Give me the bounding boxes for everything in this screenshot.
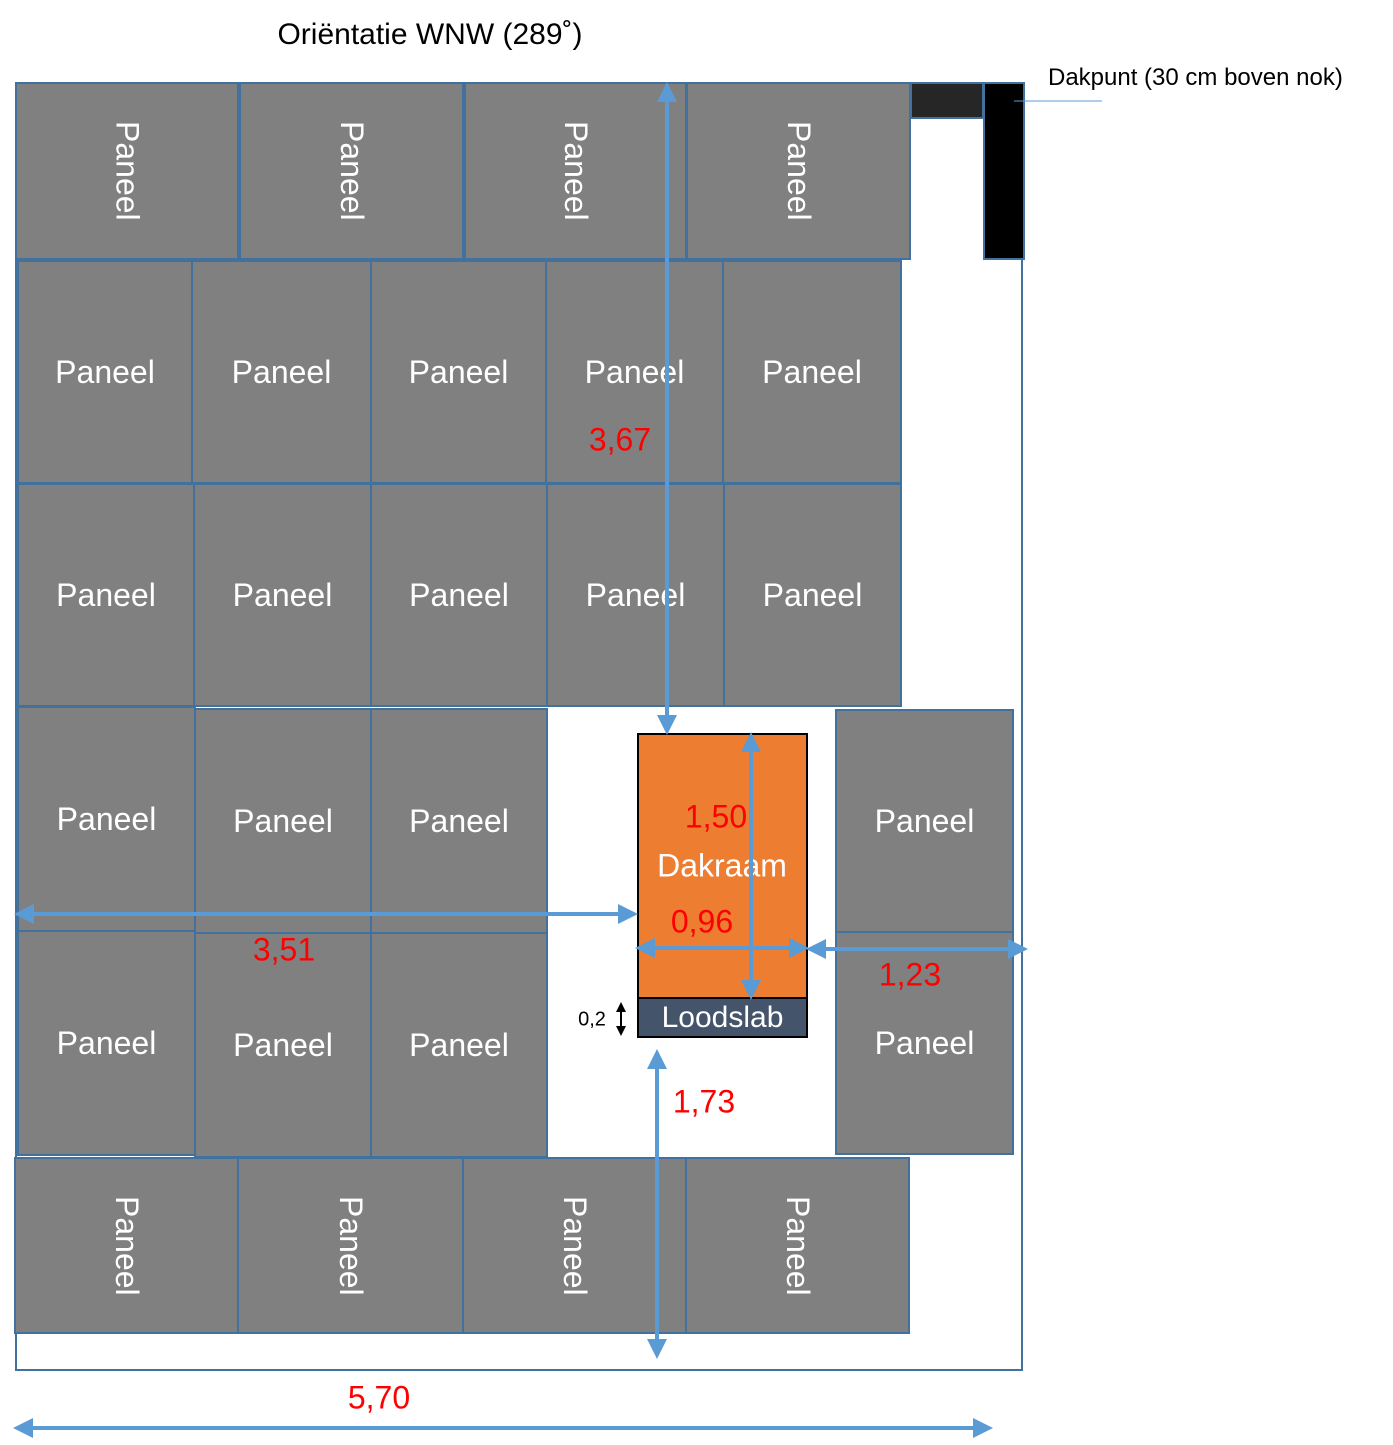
dim-loodslab-to-bottom: 1,73 xyxy=(672,1083,736,1120)
panel-label: Paneel xyxy=(233,802,333,839)
panel-label: Paneel xyxy=(409,1026,509,1063)
solar-panel: Paneel xyxy=(370,483,548,707)
solar-panel: Paneel xyxy=(723,483,902,707)
solar-panel: Paneel xyxy=(194,932,372,1158)
solar-panel: Paneel xyxy=(835,709,1014,933)
loodslab: Loodslab xyxy=(637,997,808,1038)
panel-label: Paneel xyxy=(56,800,157,837)
panel-label: Paneel xyxy=(874,802,975,839)
panel-label: Paneel xyxy=(55,353,155,390)
dim-dakraam-height: 1,50 xyxy=(684,798,748,835)
panel-label: Paneel xyxy=(408,353,509,390)
solar-panel: Paneel xyxy=(464,82,687,260)
dakpunt-block xyxy=(983,82,1025,260)
panel-label: Paneel xyxy=(109,121,146,221)
dim-roof-width: 5,70 xyxy=(347,1379,411,1416)
diagram-title: Oriëntatie WNW (289˚) xyxy=(277,18,583,51)
solar-panel: Paneel xyxy=(17,483,195,707)
panel-label: Paneel xyxy=(56,1024,157,1061)
dim-top-to-dakraam: 3,67 xyxy=(588,421,652,458)
dakpunt-label: Dakpunt (30 cm boven nok) xyxy=(1048,64,1343,91)
solar-panel: Paneel xyxy=(835,931,1014,1155)
loodslab-label: Loodslab xyxy=(661,1000,784,1034)
panel-label: Paneel xyxy=(874,1024,975,1061)
panel-label: Paneel xyxy=(762,576,863,613)
panel-label: Paneel xyxy=(333,1195,369,1296)
panel-label: Paneel xyxy=(231,353,332,390)
panel-label: Paneel xyxy=(781,121,817,221)
panel-label: Paneel xyxy=(56,576,156,613)
panel-label: Paneel xyxy=(762,353,862,390)
dim-left-to-dakraam: 3,51 xyxy=(252,931,316,968)
solar-panel: Paneel xyxy=(237,1157,464,1334)
solar-panel: Paneel xyxy=(17,260,193,484)
solar-panel: Paneel xyxy=(370,932,548,1158)
panel-label: Paneel xyxy=(109,1195,145,1296)
solar-panel: Paneel xyxy=(370,708,548,934)
solar-panel: Paneel xyxy=(239,82,464,260)
panel-label: Paneel xyxy=(409,576,509,613)
solar-panel: Paneel xyxy=(17,706,196,932)
dim-dakraam-to-right: 1,23 xyxy=(878,956,942,993)
solar-panel: Paneel xyxy=(15,82,239,260)
solar-panel: Paneel xyxy=(546,483,725,707)
solar-panel: Paneel xyxy=(545,260,724,484)
solar-panel: Paneel xyxy=(722,260,902,484)
ridge-bar xyxy=(910,82,984,119)
solar-panel: Paneel xyxy=(685,1157,910,1334)
solar-panel: Paneel xyxy=(193,483,372,707)
panel-label: Paneel xyxy=(233,1026,333,1063)
panel-label: Paneel xyxy=(409,802,509,839)
panel-label: Paneel xyxy=(557,1195,593,1296)
panel-label: Paneel xyxy=(232,576,333,613)
panel-label: Paneel xyxy=(780,1195,816,1296)
dakraam-label: Dakraam xyxy=(657,847,787,884)
panel-label: Paneel xyxy=(558,121,594,221)
panel-label: Paneel xyxy=(334,121,370,221)
solar-panel: Paneel xyxy=(686,82,911,260)
dim-dakraam-width: 0,96 xyxy=(670,903,734,940)
solar-panel: Paneel xyxy=(194,708,372,934)
dim-loodslab-height: 0,2 xyxy=(578,1008,606,1031)
